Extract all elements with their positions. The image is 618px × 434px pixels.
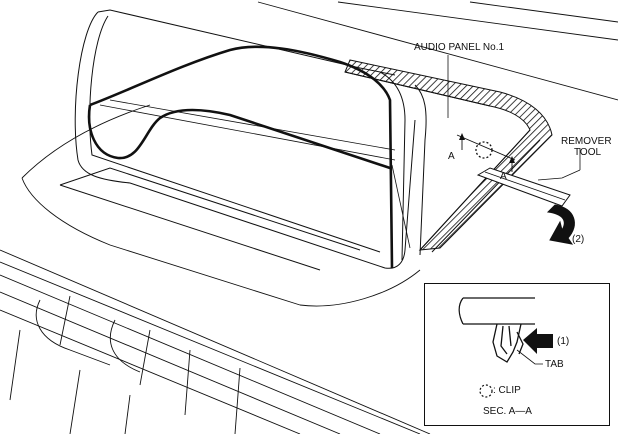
clip-legend-icon: [479, 384, 493, 398]
panel-outline-bold: [87, 45, 394, 269]
push-direction-arrow: [523, 328, 553, 354]
panel-section-hatch: [344, 59, 553, 251]
remover-tool-label-line2: TOOL: [574, 147, 602, 158]
remover-tool: [476, 148, 581, 207]
section-marker-right: A: [500, 171, 507, 182]
section-arrow-right: [509, 156, 515, 163]
clip-location-marker: [475, 141, 493, 159]
panel-inner-frame: [99, 99, 411, 249]
step-1-label: (1): [557, 336, 570, 347]
clip-legend-label: : CLIP: [493, 385, 521, 396]
section-arrow-left: [459, 133, 465, 140]
section-title: SEC. A—A: [483, 406, 532, 417]
section-view-inset: (1) TAB : CLIP SEC. A—A: [424, 283, 610, 426]
step-2-label: (2): [572, 234, 585, 245]
section-marker-left: A: [448, 151, 455, 162]
audio-panel-label: AUDIO PANEL No.1: [414, 42, 505, 53]
tab-label: TAB: [545, 359, 564, 370]
remover-tool-label-line1: REMOVER: [561, 136, 612, 147]
pry-direction-arrow: [546, 204, 575, 245]
clip-section-drawing: [458, 297, 553, 398]
center-vent: [0, 274, 381, 434]
panel-edge-lines: [344, 71, 541, 261]
